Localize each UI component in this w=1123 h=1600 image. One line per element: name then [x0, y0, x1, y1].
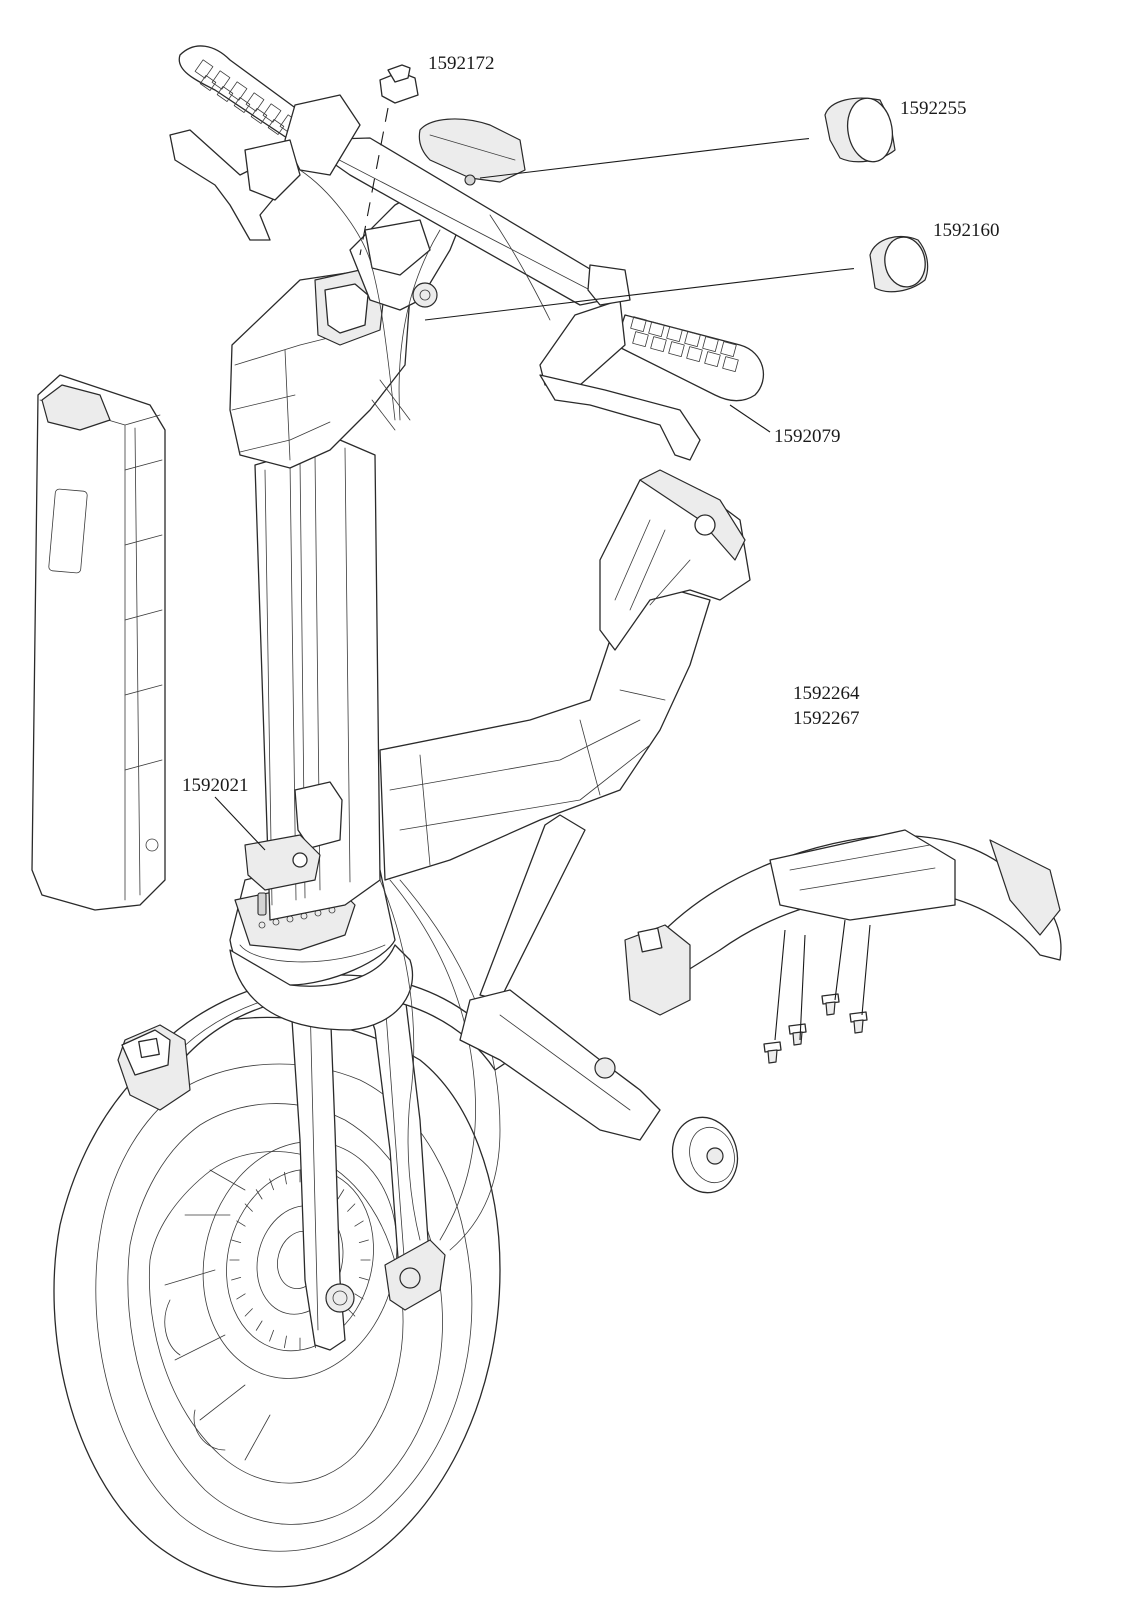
- part-number-labels: 1592172 1592255 1592160 1592079 1592264 …: [182, 53, 1000, 796]
- handlebar-display: [418, 118, 526, 186]
- part-label-1592160: 1592160: [933, 220, 1000, 241]
- part-label-1592021: 1592021: [182, 775, 249, 796]
- battery-pack: [31, 374, 166, 911]
- right-grip: [614, 314, 764, 402]
- battery-connector-1592021: [244, 834, 321, 891]
- right-brake-lever: [539, 264, 701, 461]
- seat-clamp: [599, 469, 751, 651]
- part-label-1592172: 1592172: [428, 53, 495, 74]
- main-column: [254, 439, 381, 921]
- part-label-1592267: 1592267: [793, 708, 860, 729]
- rear-roller-wheel: [671, 1116, 739, 1194]
- left-brake-lever: [169, 129, 301, 241]
- end-cap-1592160: [869, 235, 929, 293]
- sleeve-1592255: [824, 97, 896, 163]
- part-label-1592255: 1592255: [900, 98, 967, 119]
- brake-cables: [299, 169, 551, 1251]
- front-light: [117, 1024, 191, 1111]
- front-fork: [289, 984, 446, 1351]
- left-grip: [178, 45, 361, 176]
- leader-lines: [214, 107, 871, 1041]
- fender-screws: [763, 993, 868, 1064]
- part-label-1592264: 1592264: [793, 683, 860, 704]
- connector-cap-1592172: [379, 64, 419, 104]
- front-wheel: [53, 1016, 501, 1588]
- part-label-1592079: 1592079: [774, 426, 841, 447]
- rear-strut: [459, 814, 661, 1141]
- rear-fender-assembly: [624, 829, 1062, 1064]
- frame-tube: [379, 579, 711, 881]
